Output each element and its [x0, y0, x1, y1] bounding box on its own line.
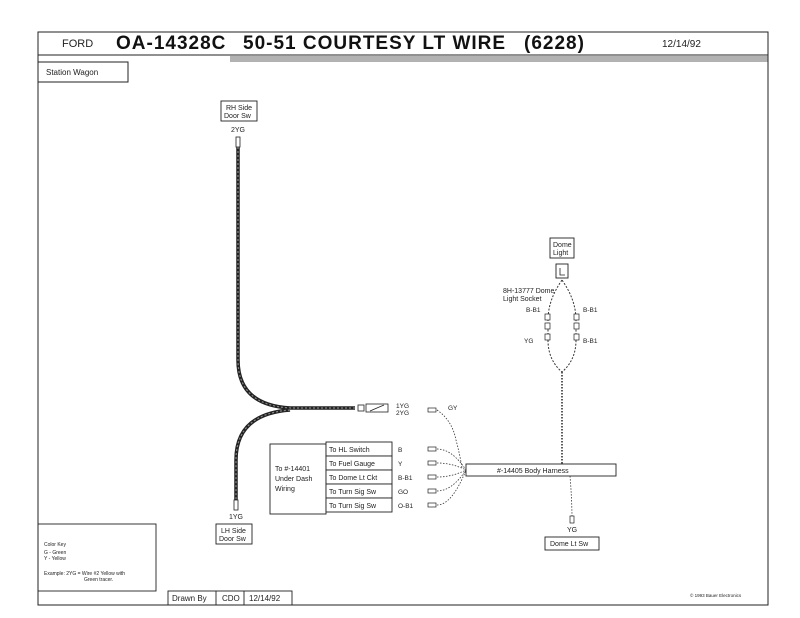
rh-door-switch-box	[220, 100, 258, 122]
rh-harness	[236, 147, 355, 410]
rh-door-switch-label-2: Door Sw	[224, 113, 252, 120]
fan-wire	[436, 469, 467, 478]
drawn-by-label: Drawn By	[172, 594, 207, 603]
header-code: (6228)	[524, 33, 585, 54]
drawn-by-value: CDO	[222, 594, 240, 603]
header-part-number: OA-14328C	[116, 33, 226, 54]
socket-conn-left-2	[544, 322, 551, 330]
socket-wire-left-bottom: YG	[524, 338, 533, 345]
socket-wire-right-top: B-B1	[583, 307, 598, 314]
body-harness-label: #-14405 Body Harness	[497, 468, 569, 475]
under-dash-destination: To Dome Lt Ckt	[329, 475, 377, 482]
color-key-title: Color Key	[44, 542, 66, 548]
under-dash-wire-color: GO	[398, 489, 408, 496]
color-key-example-1: Example: 2YG = Wire #2 Yellow with	[44, 571, 125, 577]
color-key-entry-2: Y - Yellow	[44, 556, 66, 562]
socket-conn-left-1	[544, 313, 551, 321]
socket-conn-right-2	[573, 322, 580, 330]
lh-terminal	[233, 499, 239, 511]
rh-harness-weave	[237, 147, 355, 409]
rh-terminal	[235, 136, 241, 148]
dome-lt-sw-box	[544, 536, 600, 551]
fan-wire	[436, 469, 467, 492]
dome-light-label-2: Light	[553, 250, 568, 257]
harness-fan	[436, 448, 467, 506]
under-dash-label-2: Under Dash	[275, 476, 312, 483]
under-dash-rows: To HL Switch B To Fuel Gauge Y To Dome Lt Ck…	[325, 441, 437, 513]
header-date: 12/14/92	[662, 39, 701, 50]
wire-connector	[427, 488, 437, 494]
under-dash-label-3: Wiring	[275, 486, 295, 493]
under-dash-label-box	[269, 443, 327, 515]
junction-wire-1: 1YG	[396, 403, 409, 410]
lh-wire-label: 1YG	[229, 514, 243, 521]
lh-door-switch-box	[215, 523, 253, 545]
under-dash-destination: To Turn Sig Sw	[329, 503, 377, 510]
junction-wire-2: 2YG	[396, 410, 409, 417]
color-key-entry-1: G - Green	[44, 550, 66, 556]
dome-sw-wire	[569, 475, 573, 521]
rh-wire-label: 2YG	[231, 127, 245, 134]
fan-wire	[436, 462, 467, 471]
under-dash-wire-color: B-B1	[398, 475, 413, 482]
lh-door-switch-label-2: Door Sw	[219, 536, 247, 543]
copyright: © 1993 Bauer Electronics	[690, 592, 742, 598]
wire-connector	[427, 502, 437, 508]
dome-light-label-1: Dome	[553, 242, 572, 249]
lh-door-switch-label-1: LH Side	[221, 528, 246, 535]
header-make: FORD	[62, 38, 93, 50]
under-dash-label-1: To #-14401	[275, 466, 310, 473]
dome-light-box	[549, 237, 575, 259]
color-key-box	[37, 523, 157, 592]
dome-socket-label-2: Light Socket	[503, 296, 542, 303]
dome-sw-wire-label: YG	[567, 527, 577, 534]
gy-wire-label: GY	[448, 405, 458, 412]
vehicle-tag-box	[37, 61, 129, 83]
under-dash-wire-color: Y	[398, 461, 403, 468]
under-dash-wire-color: B	[398, 447, 402, 454]
socket-wire-left-top: B-B1	[526, 307, 541, 314]
gy-connector	[427, 407, 437, 413]
junction-connector	[357, 404, 365, 412]
under-dash-row	[325, 497, 393, 513]
sheet-border	[37, 31, 769, 606]
drawn-by-box	[167, 590, 293, 606]
dome-light-socket	[555, 263, 569, 279]
vehicle-tag: Station Wagon	[46, 68, 98, 77]
socket-conn-right-1	[573, 313, 580, 321]
wire-connector	[427, 460, 437, 466]
dome-socket-label-1: 8H-13777 Dome	[503, 288, 554, 295]
under-dash-wire-color: O-B1	[398, 503, 414, 510]
rh-door-switch-label-1: RH Side	[226, 105, 252, 112]
dome-sw-terminal	[569, 515, 575, 524]
socket-mark	[559, 268, 565, 276]
socket-conn-right-3	[573, 333, 580, 341]
gy-wire	[436, 409, 463, 469]
wire-connector	[427, 474, 437, 480]
junction-plug-mark	[369, 404, 385, 412]
lh-harness-weave	[235, 409, 291, 500]
socket-wire-right-bottom: B-B1	[583, 338, 598, 345]
dome-lt-sw-label: Dome Lt Sw	[550, 541, 589, 548]
fan-wire	[436, 469, 467, 506]
under-dash-destination: To Fuel Gauge	[329, 461, 375, 468]
under-dash-destination: To Turn Sig Sw	[329, 489, 377, 496]
header-title: 50-51 COURTESY LT WIRE	[243, 33, 506, 54]
drawn-by-date: 12/14/92	[249, 594, 281, 603]
fan-wire	[436, 448, 467, 471]
wire-connector	[427, 446, 437, 452]
color-key-example-2: Green tracer.	[84, 577, 113, 583]
socket-conn-left-3	[544, 333, 551, 341]
under-dash-destination: To HL Switch	[329, 447, 370, 454]
